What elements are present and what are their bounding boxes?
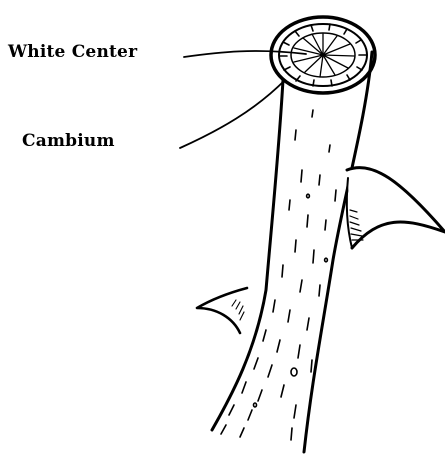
thorn-small [197, 288, 247, 333]
stem-outline-left [212, 80, 283, 430]
cambium-leader [180, 80, 285, 148]
white-center-label: White Center [8, 42, 137, 62]
cambium-label: Cambium [22, 131, 115, 151]
